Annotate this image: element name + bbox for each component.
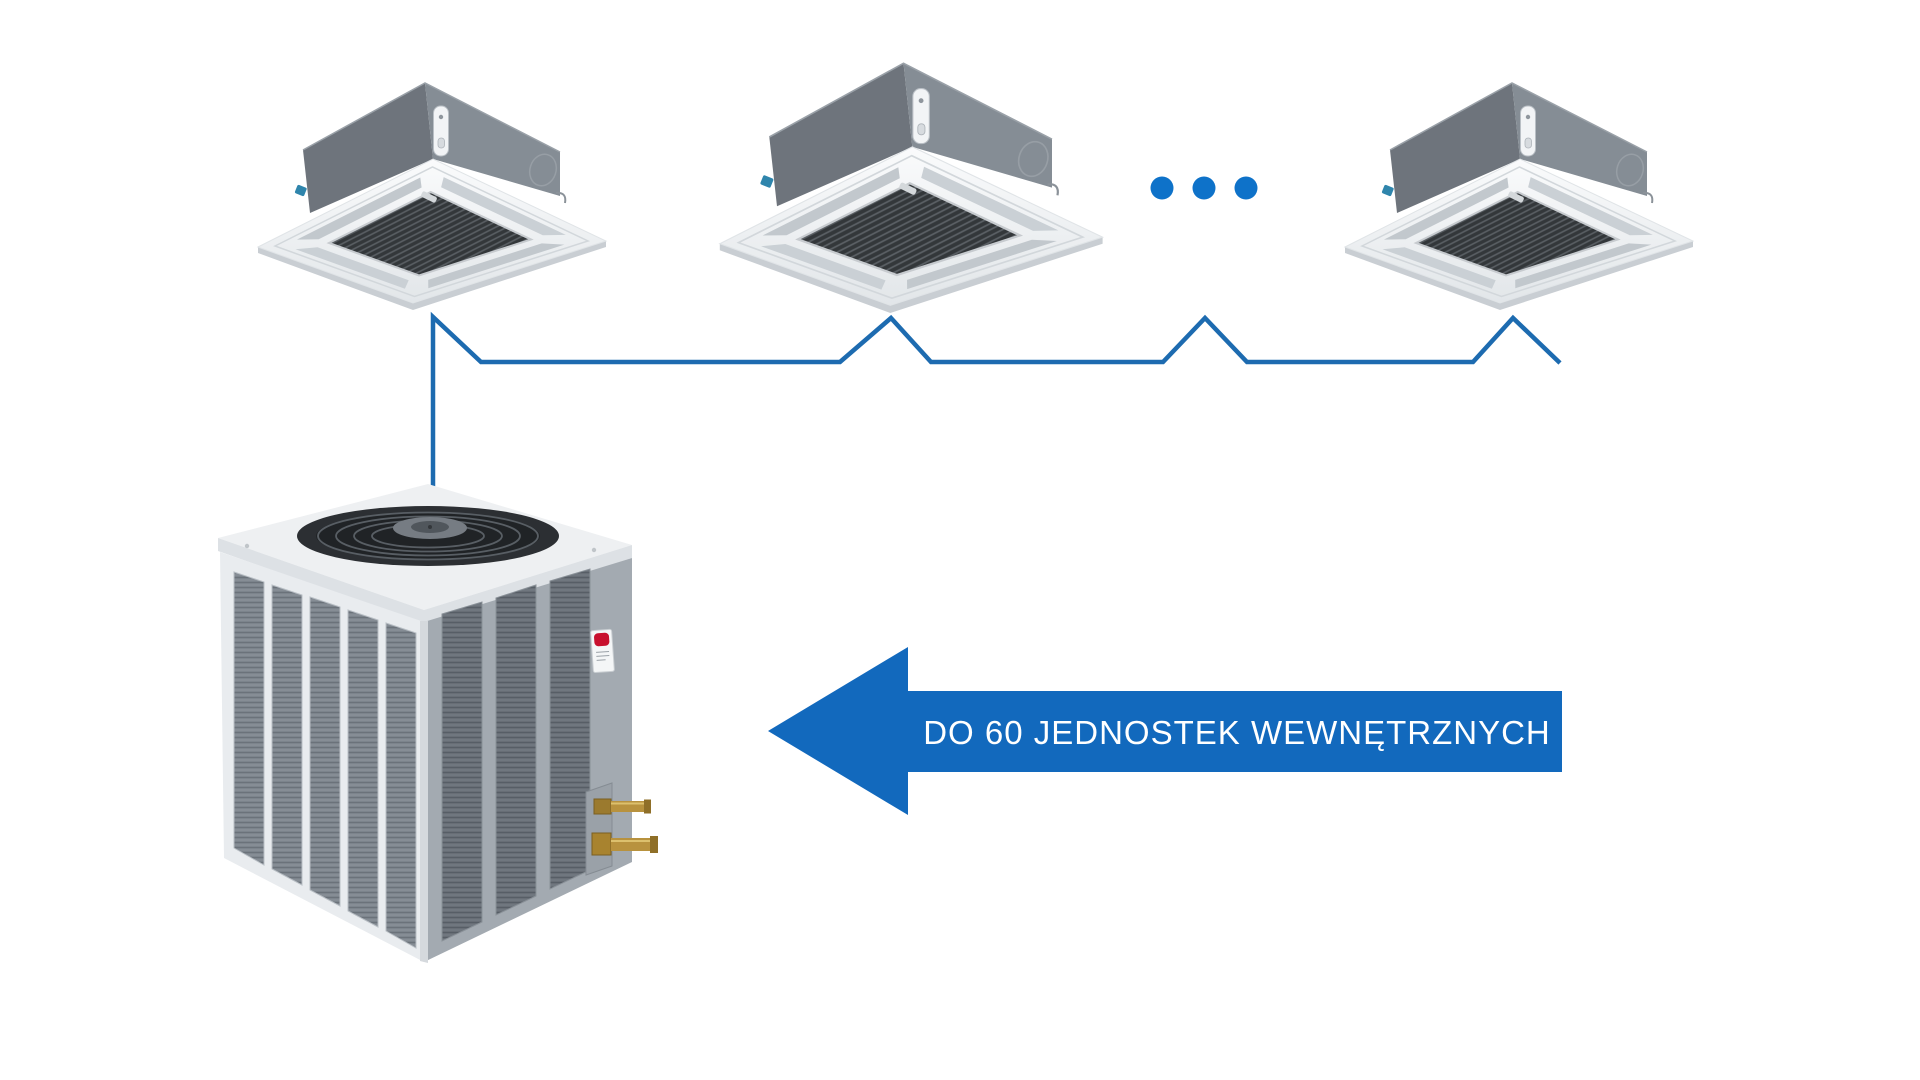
valve-body (591, 832, 612, 856)
panel-screw (244, 543, 250, 549)
valve-body (593, 798, 612, 815)
condenser-corner-rib (420, 621, 428, 963)
louver-column (347, 609, 379, 928)
indoor-cassette-unit-1 (257, 82, 607, 311)
louver-column (233, 571, 265, 866)
more-units-ellipsis (1150, 176, 1258, 200)
ellipsis-dot (1192, 176, 1216, 200)
refrigerant-pipe (611, 801, 648, 812)
ellipsis-dot (1150, 176, 1174, 200)
pipe-cap (650, 836, 658, 853)
outdoor-condenser-unit (218, 484, 658, 963)
louver-column (495, 584, 537, 916)
louver-column (441, 601, 483, 942)
service-valves (585, 782, 658, 876)
brand-badge (590, 628, 615, 674)
fan-grille (297, 506, 559, 566)
arrow-shape (768, 647, 1562, 815)
arrow-label: DO 60 JEDNOSTEK WEWNĘTRZNYCH (923, 714, 1551, 751)
pipe-cap (644, 799, 651, 814)
refrigerant-pipe (611, 838, 655, 851)
ellipsis-dot (1234, 176, 1258, 200)
indoor-cassette-unit-2 (718, 62, 1104, 315)
indoor-cassette-unit-3 (1344, 82, 1694, 311)
louver-column (385, 622, 417, 949)
valve-mount-plate (585, 782, 613, 876)
condenser-top-panel-edge (218, 538, 632, 624)
refrigerant-line (430, 311, 1562, 513)
capacity-arrow: DO 60 JEDNOSTEK WEWNĘTRZNYCH (768, 647, 1562, 815)
louver-column (549, 568, 591, 890)
panel-screw (591, 547, 597, 553)
badge-logo (594, 632, 610, 647)
louver-column (271, 584, 303, 886)
louver-column (309, 596, 341, 907)
